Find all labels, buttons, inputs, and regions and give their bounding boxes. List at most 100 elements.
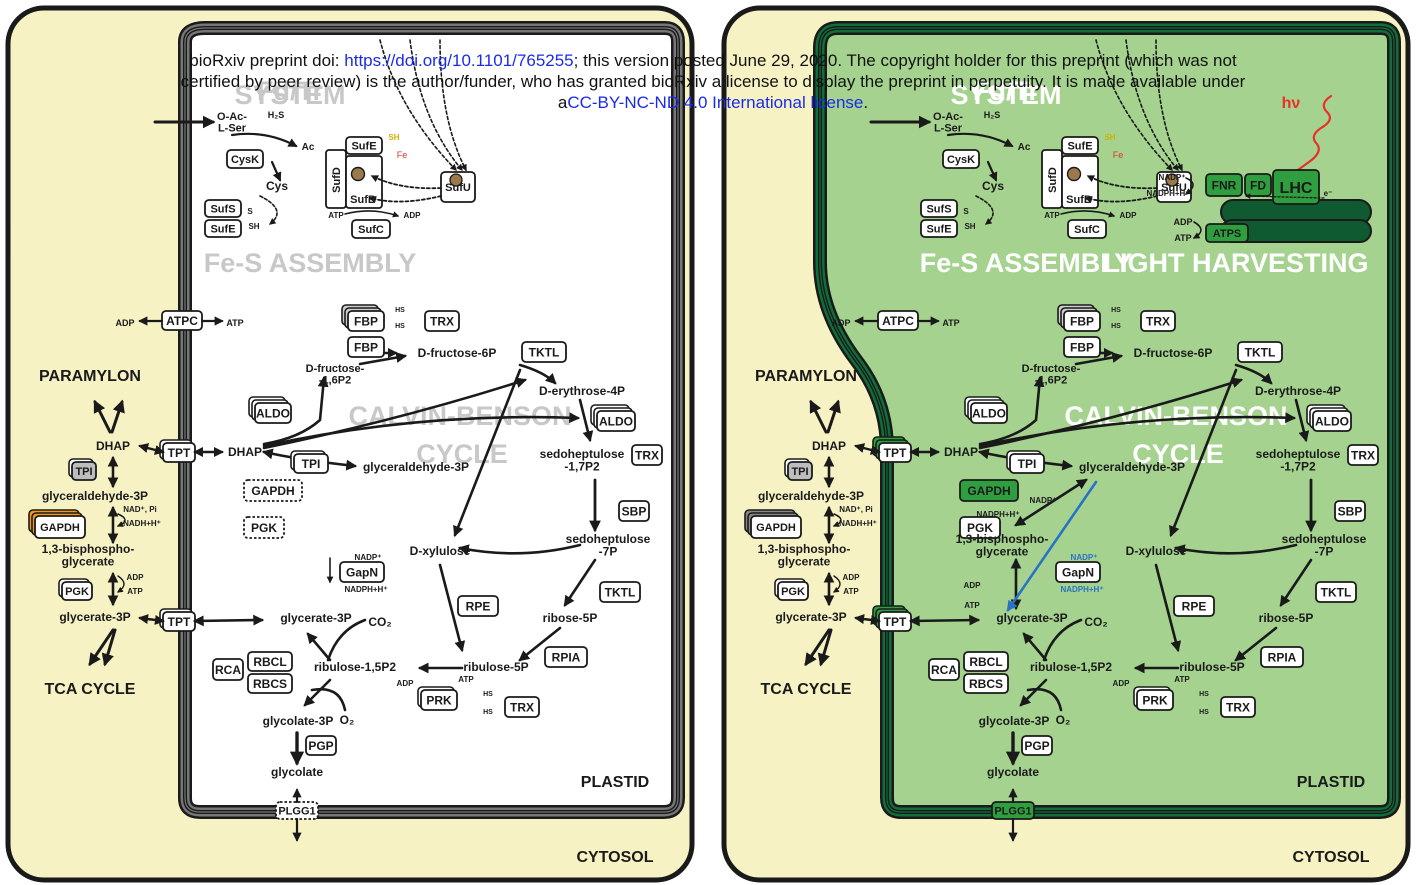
ribulose-5p: ribulose-5P [463,660,528,674]
cyt-glycerate3p: glycerate-3P [775,610,846,624]
label-line: Fe-S ASSEMBLY [920,248,1133,278]
fructose-6p: D-fructose-6P [418,346,497,360]
label-line: PLGG1 [994,805,1031,817]
fbp-trx-label: FBP [1070,314,1094,328]
label-line: L-Ser [934,123,963,135]
plastid-g3p: glyceraldehyde-3P [363,460,469,474]
label-line: FBP [1070,340,1094,354]
prk-hs-2: HS [1199,709,1209,716]
label-line: D-xylulose [1126,544,1187,558]
panel-light-grown: Fd/TrSYSTEMFe-S ASSEMBLYCALVIN-BENSONCYC… [724,8,1408,880]
gapn-nadp: NADP⁺ [355,553,382,562]
label-line: RPIA [552,650,581,664]
label-line: SH [1104,133,1115,142]
sufe-sh-label: SH [964,222,975,231]
ribulose-15p2: ribulose-1,5P2 [314,660,396,674]
notice-text-4: a [558,93,567,112]
cyt-pgk-label: PGK [781,586,805,598]
label-line: D-erythrose-4P [1255,384,1341,398]
label-line: -7P [599,545,618,559]
label-line: TPI [75,466,92,478]
rbcl-label: RBCL [969,655,1002,669]
pgk-adp: ADP [964,581,982,590]
sufc-label: SufC [358,224,384,236]
label-line: ribulose-5P [1179,660,1244,674]
label-line: ALDO [256,406,290,420]
label-line: RBCL [253,655,286,669]
gapn-label: GapN [1062,565,1094,579]
rpia-label: RPIA [1268,650,1297,664]
trx-fbp-box: TRX [425,311,459,331]
label-line: TCA CYCLE [45,681,136,698]
cyt-nad-pi: NAD⁺, Pi [839,505,873,514]
fbp-hs: HS [395,307,405,314]
doi-link[interactable]: https://doi.org/10.1101/765255 [344,51,573,70]
atpc-label: ATPC [166,314,198,328]
label-line: Fe [397,150,408,160]
label-line: SufS [926,203,951,215]
lh-adp: ADP [1173,217,1192,227]
label-line: RBCS [253,677,287,691]
label-line: HS [483,691,493,698]
erythrose-4p: D-erythrose-4P [539,384,625,398]
label-line: ATP [1174,233,1191,243]
sufc-box: SufC [352,220,390,238]
label-line: L-Ser [218,123,247,135]
label-line: HS [1111,307,1121,314]
license-link[interactable]: CC-BY-NC-ND 4.0 International license [567,93,863,112]
label-line: glyceraldehyde-3P [42,489,148,503]
cyt-pgk-label: PGK [65,586,89,598]
label-line: PLASTID [581,774,649,791]
label-line: NADPH+H⁺ [1060,585,1103,594]
tpt-glycerate-arrow [911,620,978,621]
plastid-gapdh-box: GAPDH [960,480,1018,501]
label-line: D-fructose-6P [1134,346,1213,360]
lhc-label: LHC [1280,180,1313,197]
label-line: ribose-5P [1259,611,1314,625]
cyt-gapdh-label: GAPDH [756,522,796,534]
plastid-pgk-label: PGK [251,521,277,535]
label-line: CYTOSOL [576,849,653,866]
label-line: HS [395,307,405,314]
tktl-top-label: TKTL [1245,345,1276,359]
label-line: NADP⁺ [1071,553,1098,562]
label-line: TRX [635,448,659,462]
label-line: Cys [266,179,288,193]
label-line: CYTOSOL [1292,849,1369,866]
sufs-s-label: S [247,207,253,216]
label-line: glycolate [987,765,1039,779]
label-line: SBP [622,504,647,518]
label-line: SufB [350,194,376,206]
pgp-box: PGP [1022,736,1052,755]
plgg1-box: PLGG1 [992,802,1034,819]
label-line: PLGG1 [278,805,315,817]
co2: CO₂ [1084,615,1107,629]
tpt-dhap-box: TPT [873,437,911,462]
trx-prk-box: TRX [1221,697,1255,717]
label-line: SufE [1067,140,1092,152]
label-line: HS [483,709,493,716]
label-line: SBP [1338,504,1363,518]
sufu-cluster-icon [450,174,462,186]
tktl-bottom-label: TKTL [605,585,636,599]
rpia-label: RPIA [552,650,581,664]
fnr-lh-box: FNR [1206,174,1242,196]
rpe-label: RPE [1182,599,1207,613]
glycolate: glycolate [987,765,1039,779]
rca-box: RCA [929,659,959,680]
fe-label: Fe [1113,150,1124,160]
fd-lh-box: FD [1245,174,1271,196]
label-line: DHAP [96,439,130,453]
plgg1-label: PLGG1 [994,805,1031,817]
label-line: PARAMYLON [755,368,857,385]
rbcs-label: RBCS [253,677,287,691]
label-line: PGK [781,586,805,598]
label-line: PGP [1024,739,1049,753]
label-line: S [247,207,253,216]
fbp-box: FBP [1064,337,1100,357]
label-line: FD [1250,178,1266,192]
label-line: TRX [430,314,454,328]
sufc-adp: ADP [404,211,422,220]
label-line: TRX [510,700,534,714]
lh-nadp: NADP⁺ [1159,173,1186,182]
